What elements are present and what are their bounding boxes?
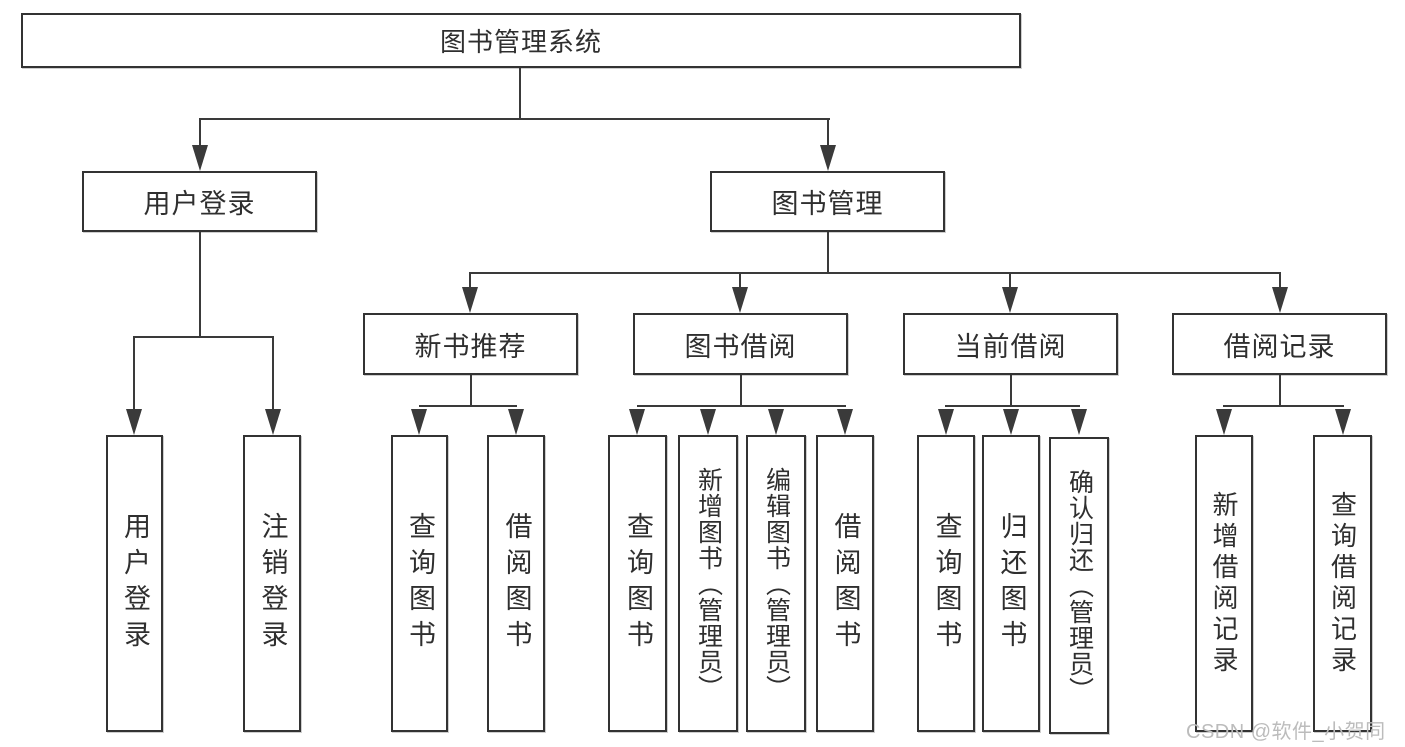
connector-nbr-horizontal <box>419 405 517 407</box>
arrowhead-nbr-query <box>411 409 427 435</box>
arrowhead-cb-query <box>938 409 954 435</box>
connector-l3-drop-1 <box>469 272 471 289</box>
node-label: 当前借阅 <box>954 331 1067 362</box>
leaf-user-login: 用户登录 <box>106 435 163 732</box>
arrowhead-user-login <box>192 145 208 171</box>
leaf-cb-query-books: 查询图书 <box>917 435 975 732</box>
connector-l3-drop-2 <box>739 272 741 289</box>
node-library-management-system: 图书管理系统 <box>21 13 1021 68</box>
node-new-book-rec: 新书推荐 <box>363 313 578 375</box>
connector-mgmt-stem <box>827 232 829 274</box>
leaf-cb-return-books: 归还图书 <box>982 435 1040 732</box>
leaf-nbr-borrow-books: 借阅图书 <box>487 435 545 732</box>
connector-nbr-stem <box>470 375 472 407</box>
node-label: 图书借阅 <box>684 331 797 362</box>
csdn-watermark: CSDN @软件_小贺同学 <box>1186 721 1386 743</box>
leaf-bb-add-books-admin: 新增图书（管理员） <box>678 435 738 732</box>
arrowhead-br-add <box>1216 409 1232 435</box>
arrowhead-bb-add <box>700 409 716 435</box>
node-label: 确认归还（管理员） <box>1065 468 1094 703</box>
node-label: 查询图书 <box>623 511 653 656</box>
leaf-br-query-record: 查询借阅记录 <box>1313 435 1372 732</box>
connector-login-stem <box>199 232 201 338</box>
node-label: 归还图书 <box>996 511 1027 656</box>
arrowhead-cb-confirm <box>1071 409 1087 435</box>
node-label: 查询图书 <box>931 511 962 656</box>
connector-cb-stem <box>1010 375 1012 407</box>
arrowhead-cb-return <box>1003 409 1019 435</box>
connector-bb-horizontal <box>637 405 846 407</box>
connector-l3-horizontal <box>469 272 1281 274</box>
leaf-bb-edit-books-admin: 编辑图书（管理员） <box>746 435 806 732</box>
connector-l3-drop-4 <box>1279 272 1281 289</box>
connector-l3-drop-3 <box>1009 272 1011 289</box>
node-label: 借阅图书 <box>501 511 532 656</box>
connector-l2-drop-left <box>199 118 201 147</box>
leaf-bb-borrow-books: 借阅图书 <box>816 435 874 732</box>
arrowhead-leaf-logout <box>265 409 281 435</box>
connector-bb-stem <box>740 375 742 407</box>
node-label: 查询图书 <box>405 511 435 656</box>
arrowhead-current-borrow <box>1002 287 1018 313</box>
connector-login-drop-2 <box>272 336 274 412</box>
node-label: 借阅记录 <box>1223 331 1336 362</box>
node-label: 新增图书（管理员） <box>694 466 723 701</box>
node-label: 图书管理系统 <box>439 27 602 57</box>
node-label: 用户登录 <box>120 511 150 656</box>
node-label: 新增借阅记录 <box>1209 490 1239 677</box>
connector-cb-horizontal <box>945 405 1080 407</box>
arrowhead-borrow-records <box>1272 287 1288 313</box>
arrowhead-book-borrow <box>732 287 748 313</box>
connector-root-stem <box>519 68 521 119</box>
arrowhead-nbr-borrow <box>508 409 524 435</box>
node-current-borrow: 当前借阅 <box>903 313 1118 375</box>
node-book-mgmt: 图书管理 <box>710 171 945 232</box>
connector-l2-horizontal <box>199 118 830 120</box>
connector-login-horizontal <box>133 336 274 338</box>
node-book-borrow: 图书借阅 <box>633 313 848 375</box>
arrowhead-bb-edit <box>768 409 784 435</box>
node-label: 借阅图书 <box>830 511 861 656</box>
node-label: 编辑图书（管理员） <box>762 466 791 701</box>
node-borrow-records: 借阅记录 <box>1172 313 1387 375</box>
leaf-cb-confirm-return-admin: 确认归还（管理员） <box>1049 437 1109 734</box>
arrowhead-leaf-user-login <box>126 409 142 435</box>
connector-br-horizontal <box>1223 405 1344 407</box>
arrowhead-bb-borrow <box>837 409 853 435</box>
arrowhead-br-query <box>1335 409 1351 435</box>
arrowhead-book-mgmt <box>820 145 836 171</box>
leaf-bb-query-books: 查询图书 <box>608 435 667 732</box>
leaf-logout: 注销登录 <box>243 435 301 732</box>
connector-login-drop-1 <box>133 336 135 412</box>
arrowhead-bb-query <box>629 409 645 435</box>
arrowhead-new-book-rec <box>462 287 478 313</box>
node-user-login: 用户登录 <box>82 171 317 232</box>
leaf-br-add-record: 新增借阅记录 <box>1195 435 1253 732</box>
node-label: 图书管理 <box>771 189 884 219</box>
connector-l2-drop-right <box>827 118 829 147</box>
node-label: 注销登录 <box>257 511 288 656</box>
node-label: 查询借阅记录 <box>1327 490 1358 677</box>
leaf-nbr-query-books: 查询图书 <box>391 435 448 732</box>
connector-br-stem <box>1279 375 1281 407</box>
node-label: 用户登录 <box>143 189 256 219</box>
node-label: 新书推荐 <box>414 331 527 362</box>
